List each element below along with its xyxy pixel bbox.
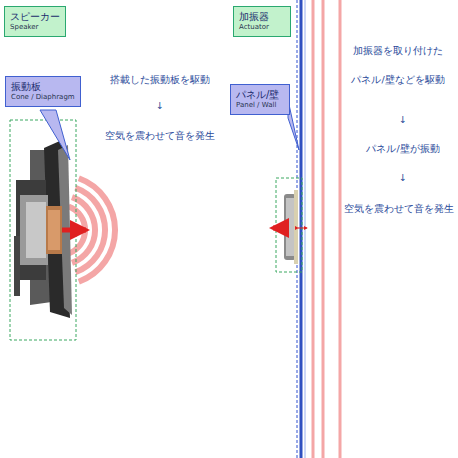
actuator-drawing: [273, 178, 307, 272]
speaker-box: スピーカーSpeaker: [4, 6, 66, 37]
box-subtitle: Actuator: [239, 23, 285, 32]
box-heading: 加振器: [239, 10, 285, 23]
description-text: 空気を震わせて音を発生: [105, 130, 215, 141]
flow-arrow: ↓: [156, 100, 164, 111]
box-subtitle: Speaker: [10, 23, 60, 32]
panel-box: パネル/壁Panel / Wall: [230, 84, 290, 115]
description-text: パネル/壁が振動: [366, 143, 439, 154]
flow-arrow: ↓: [399, 172, 407, 183]
panel-wall: [297, 0, 340, 458]
diaphragm-box: 振動板Cone / Diaphragm: [5, 76, 81, 107]
box-heading: パネル/壁: [236, 88, 284, 101]
actuator-box: 加振器Actuator: [233, 6, 291, 37]
flow-arrow: ↓: [399, 114, 407, 125]
box-heading: スピーカー: [10, 10, 60, 23]
callout-pointer: [40, 110, 70, 160]
speaker-drawing: [10, 120, 86, 340]
description-text: 搭載した振動板を駆動: [110, 74, 210, 85]
description-text: 空気を震わせて音を発生: [344, 203, 454, 214]
description-text: 加振器を取り付けた パネル/壁などを駆動: [342, 36, 454, 95]
box-subtitle: Cone / Diaphragm: [11, 93, 75, 102]
box-subtitle: Panel / Wall: [236, 101, 284, 110]
box-heading: 振動板: [11, 80, 75, 93]
